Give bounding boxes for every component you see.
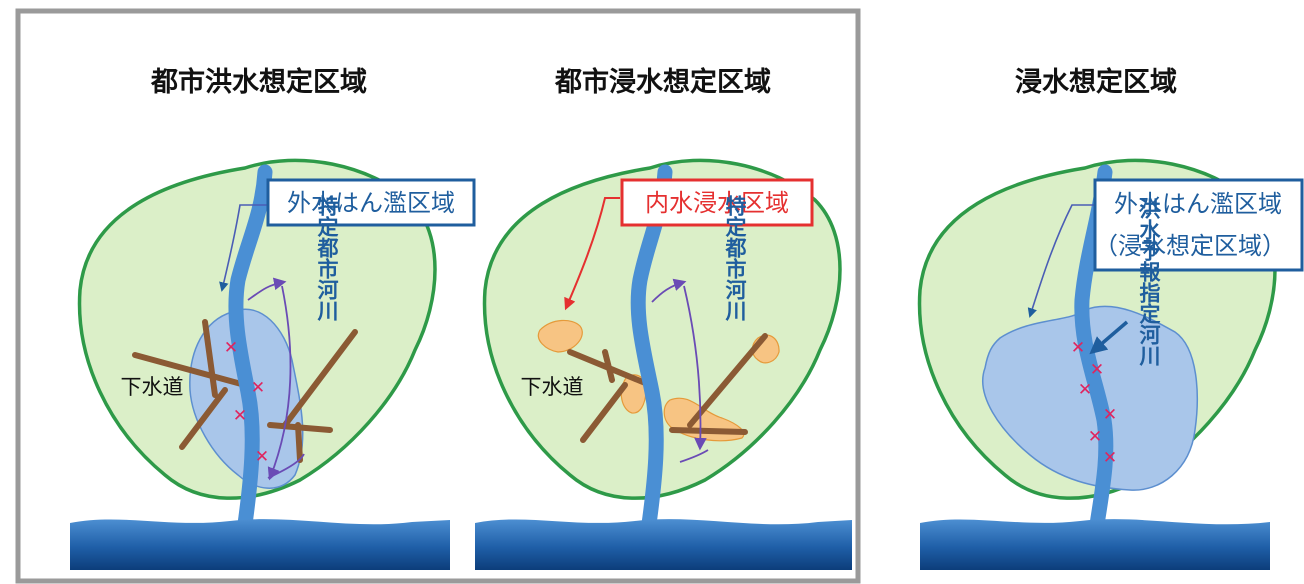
svg-text:✕: ✕	[1088, 427, 1102, 447]
svg-text:✕: ✕	[1090, 360, 1104, 380]
flow-arrow-side	[267, 453, 305, 479]
panel-urban-flood: 都市洪水想定区域 ✕ ✕ ✕ ✕ 外水はん濫区域 下水道 特定都市河川	[70, 66, 476, 570]
river	[228, 164, 273, 553]
svg-text:✕: ✕	[224, 338, 238, 358]
overflow-marks: ✕ ✕ ✕ ✕ ✕ ✕	[1071, 338, 1117, 468]
callout-sublabel: （浸水想定区域）	[1094, 232, 1286, 260]
flow-arrow-side	[679, 449, 709, 463]
callout-box	[1093, 178, 1304, 272]
callout-box	[620, 178, 814, 227]
svg-text:✕: ✕	[255, 447, 269, 467]
sewer-label: 下水道	[521, 375, 584, 399]
svg-text:✕: ✕	[1103, 448, 1117, 468]
sea	[70, 519, 450, 570]
callout-box	[266, 178, 476, 227]
callout-label: 内水浸水区域	[645, 189, 789, 217]
vertical-river-label: 特定都市河川	[315, 194, 340, 322]
svg-text:✕: ✕	[1103, 405, 1117, 425]
panel-urban-inundation: 都市浸水想定区域 内水浸水区域 下水道 特定都市河川	[475, 66, 852, 570]
river	[630, 164, 673, 553]
left-group-frame	[15, 8, 861, 584]
sewer-network	[567, 333, 768, 443]
flow-arrow-upstream	[651, 278, 687, 303]
sewer-network	[132, 319, 358, 463]
sea	[475, 519, 852, 570]
sewer-label: 下水道	[121, 375, 184, 399]
panel-title: 浸水想定区域	[1015, 66, 1177, 98]
sea	[920, 519, 1270, 570]
callout-pointer	[219, 204, 268, 292]
flow-arrow-upstream	[247, 277, 287, 301]
svg-text:✕: ✕	[1071, 338, 1085, 358]
overflow-marks: ✕ ✕ ✕ ✕	[224, 338, 269, 467]
callout-label: 外水はん濫区域	[287, 189, 455, 217]
panel-title: 都市洪水想定区域	[150, 66, 367, 98]
basin-outline	[482, 158, 842, 500]
svg-text:✕: ✕	[233, 406, 247, 426]
vertical-river-label: 特定都市河川	[723, 194, 748, 322]
callout-label: 外水はん濫区域	[1114, 190, 1282, 218]
flood-area	[982, 305, 1198, 491]
panel-title: 都市浸水想定区域	[554, 66, 771, 98]
callout-pointer	[564, 197, 620, 311]
river	[1074, 164, 1114, 553]
svg-text:✕: ✕	[1078, 380, 1092, 400]
forecast-pointer	[1089, 320, 1129, 355]
callout-pointer	[1027, 204, 1095, 318]
vertical-river-label: 洪水予報指定河川	[1137, 198, 1162, 367]
flow-arrow-loop	[683, 285, 707, 451]
svg-text:✕: ✕	[251, 378, 265, 398]
flow-arrow-loop	[267, 285, 292, 481]
panel-inundation: 浸水想定区域 ✕ ✕ ✕ ✕ ✕ ✕ 外水はん濫区域 （浸水想定区域） 洪水予報…	[917, 66, 1304, 570]
